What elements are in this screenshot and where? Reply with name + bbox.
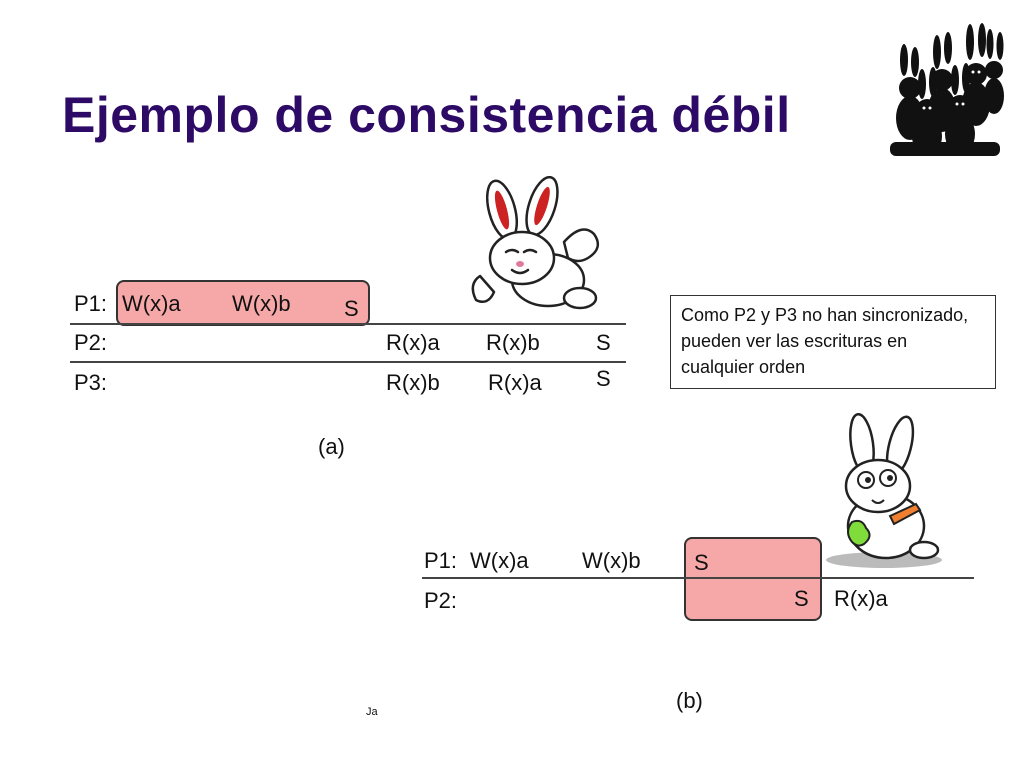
- timeline-p1-b: [422, 577, 974, 579]
- op-p2-a-3: S: [596, 330, 611, 355]
- process-label-p2-b: P2:: [424, 588, 458, 613]
- sync-highlight-b: [684, 537, 822, 621]
- sync-highlight-a: [116, 280, 370, 326]
- process-label-p2-a: P2:: [74, 330, 108, 355]
- op-p2-b-1: S: [794, 586, 809, 611]
- slide-title: Ejemplo de consistencia débil: [62, 87, 791, 143]
- process-label-p3-a: P3:: [74, 370, 108, 395]
- caption-b: (b): [676, 688, 703, 713]
- process-label-p1-b: P1:: [424, 548, 458, 573]
- timeline-p1-a: [70, 323, 626, 325]
- op-p2-a-1: R(x)a: [386, 330, 440, 355]
- op-p1-a-3: S: [344, 296, 359, 321]
- op-p3-a-1: R(x)b: [386, 370, 440, 395]
- op-p1-a-2: W(x)b: [232, 291, 291, 316]
- op-p3-a-2: R(x)a: [488, 370, 542, 395]
- op-p1-b-1: W(x)a: [470, 548, 529, 573]
- waving-rabbit-icon: [471, 176, 600, 310]
- op-p1-a-1: W(x)a: [122, 291, 181, 316]
- timeline-p2-a: [70, 361, 626, 363]
- op-p2-b-2: R(x)a: [834, 586, 888, 611]
- process-label-p1-a: P1:: [74, 291, 108, 316]
- rabbit-with-carrot-icon: [826, 413, 942, 568]
- op-p2-a-2: R(x)b: [486, 330, 540, 355]
- caption-a: (a): [318, 434, 345, 459]
- explanation-note: Como P2 y P3 no han sincronizado, pueden…: [670, 295, 996, 389]
- op-p3-a-3: S: [596, 366, 611, 391]
- rabbit-group-icon: [890, 23, 1004, 156]
- footer-text: Ja: [366, 706, 378, 718]
- op-p1-b-3: S: [694, 550, 709, 575]
- op-p1-b-2: W(x)b: [582, 548, 641, 573]
